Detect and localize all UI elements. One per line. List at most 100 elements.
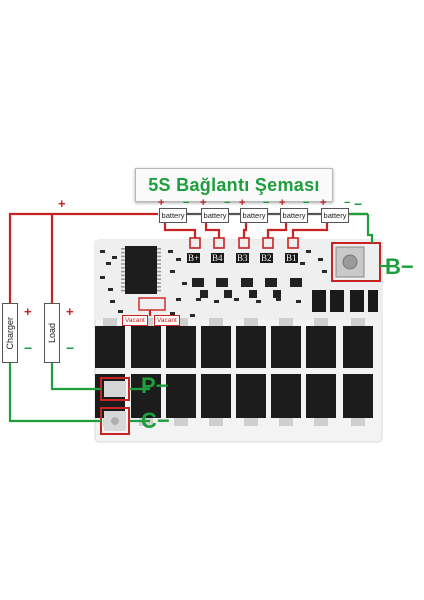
smd-part [170,270,175,273]
load-label: Load [47,322,57,344]
mosfet-bottom [131,374,161,418]
ic-pin [121,282,125,284]
balance-fet [192,278,204,287]
ic-pin [121,255,125,258]
smd-part [108,288,113,291]
battery-cell-3: battery [240,208,268,223]
smd-part [118,310,123,313]
sense-resistor [312,290,326,312]
smd-part [276,298,281,301]
smd-part [234,298,239,301]
diagram-title: 5S Bağlantı Şeması [148,174,320,195]
cell-tap-wire [266,222,288,238]
mosfet-bottom [343,374,373,418]
ic-pin [157,255,161,258]
vacant-label-left: Vacant [122,315,148,326]
battery-cell-2: battery [201,208,229,223]
mosfet-tab [314,418,328,426]
mosfet-tab [209,318,223,326]
cell-pad-b2: B2 [260,253,273,263]
p-minus-pad [104,381,126,397]
smd-part [170,312,175,315]
cell-pad-b-plus: B+ [187,253,201,263]
ic-pin [121,278,125,280]
mosfet-tab [244,318,258,326]
mosfet-tab [279,418,293,426]
ic-pin [157,282,161,284]
smd-part [190,314,195,317]
battery-cell-5: battery [321,208,349,223]
load-minus-sign: − [66,340,75,356]
mosfet-bottom [201,374,231,418]
load-plus-sign: + [66,304,74,319]
ic-pin [157,270,161,273]
ic-pin [121,267,125,269]
ic-pin [157,274,161,277]
c-minus-hole [111,417,119,425]
smd-part [110,300,115,303]
mosfet-tab [244,418,258,426]
battery-cell-1: battery [159,208,187,223]
balance-fet [216,278,228,287]
smd-part [322,270,327,273]
mosfet-bottom [166,374,196,418]
load-negative-wire [50,361,101,391]
ic-pin [121,286,125,288]
balance-fet [241,278,253,287]
battery-3-minus: − [263,197,270,209]
sense-resistor [368,290,378,312]
smd-part [306,250,311,253]
vacant-label-right: Vacant [154,315,180,326]
b-minus-hole [342,254,358,270]
cell-tap-wire [291,222,329,238]
mosfet-top [95,326,125,368]
ic-pin [121,274,125,277]
balance-fet [224,290,232,298]
smd-part [214,300,219,303]
mosfet-tab [351,418,365,426]
charger-box: Charger [2,303,18,363]
pack-plus-sign: + [58,196,66,211]
load-box: Load [44,303,60,363]
smd-part [112,256,117,259]
mosfet-top [271,326,301,368]
smd-part [296,300,301,303]
smd-part [256,300,261,303]
p-minus-port-label: P− [141,373,169,398]
ic-pin [121,289,125,292]
smd-part [318,258,323,261]
battery-1-minus: − [183,197,190,209]
mosfet-tab [209,418,223,426]
mosfet-tab [314,318,328,326]
charger-plus-sign: + [24,304,32,319]
battery-5-plus: + [320,197,327,209]
diagram-title-box: 5S Bağlantı Şeması [135,168,333,202]
battery-2-minus: − [224,197,231,209]
ic-pin [121,270,125,273]
smd-part [100,250,105,253]
b-minus-wire [366,214,374,243]
ic-pin [157,259,161,261]
mosfet-tab [103,318,117,326]
smd-part [168,250,173,253]
balance-fet [249,290,257,298]
smd-part [182,282,187,285]
ic-pin [121,259,125,261]
ic-pin [157,251,161,254]
ic-pin [121,263,125,265]
b-minus-port-label: B− [385,254,414,279]
ic-pin [157,267,161,269]
balance-fets [192,278,302,298]
mosfet-top [343,326,373,368]
battery-1-plus: + [158,197,165,209]
mosfet-top [166,326,196,368]
mosfet-top [306,326,336,368]
vacant-pads-box [138,297,166,311]
smd-part [196,298,201,301]
mosfet-tab [279,318,293,326]
cell-tap-wire [163,222,197,238]
battery-2-plus: + [200,197,207,209]
ic-pins [121,248,161,292]
